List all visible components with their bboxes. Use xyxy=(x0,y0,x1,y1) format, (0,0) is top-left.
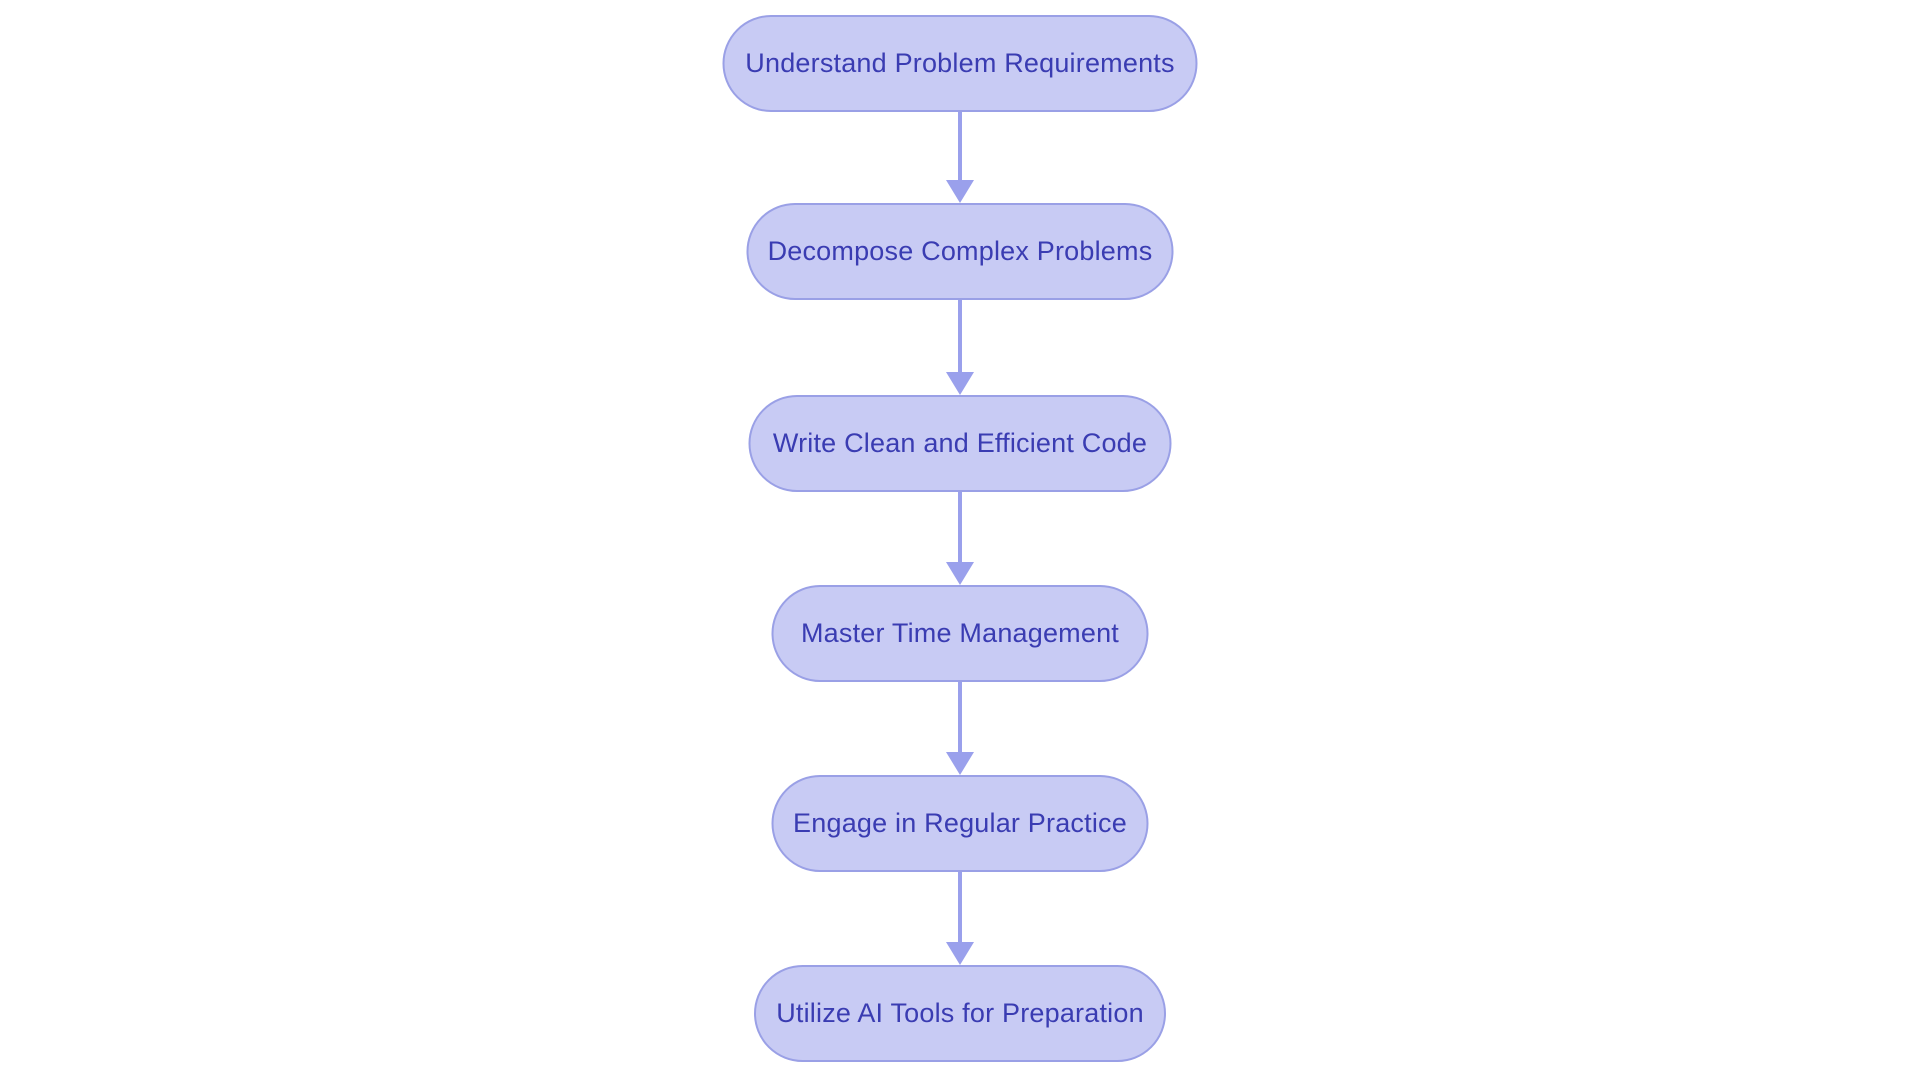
arrow-line xyxy=(958,300,962,372)
arrow-head-icon xyxy=(946,942,974,965)
arrow-line xyxy=(958,872,962,942)
arrow-head-icon xyxy=(946,372,974,395)
flow-node: Understand Problem Requirements xyxy=(722,15,1198,112)
arrow-head-icon xyxy=(946,752,974,775)
flow-node-label: Write Clean and Efficient Code xyxy=(772,428,1148,458)
flow-arrow xyxy=(946,682,974,775)
flow-node-label: Decompose Complex Problems xyxy=(767,236,1153,266)
flow-arrow xyxy=(946,112,974,203)
flow-arrow xyxy=(946,872,974,965)
flow-node: Write Clean and Efficient Code xyxy=(748,395,1172,492)
arrow-line xyxy=(958,682,962,752)
flow-node: Master Time Management xyxy=(771,585,1149,682)
arrow-line xyxy=(958,492,962,562)
flow-node: Utilize AI Tools for Preparation xyxy=(754,965,1166,1062)
flow-node: Engage in Regular Practice xyxy=(771,775,1149,872)
flow-arrow xyxy=(946,492,974,585)
flow-node-label: Engage in Regular Practice xyxy=(793,808,1127,838)
arrow-head-icon xyxy=(946,180,974,203)
flow-node-label: Utilize AI Tools for Preparation xyxy=(776,998,1144,1028)
flow-node-label: Understand Problem Requirements xyxy=(745,48,1175,78)
arrow-head-icon xyxy=(946,562,974,585)
arrow-line xyxy=(958,112,962,180)
flow-node-label: Master Time Management xyxy=(800,618,1120,648)
flow-arrow xyxy=(946,300,974,395)
flow-node: Decompose Complex Problems xyxy=(746,203,1174,300)
